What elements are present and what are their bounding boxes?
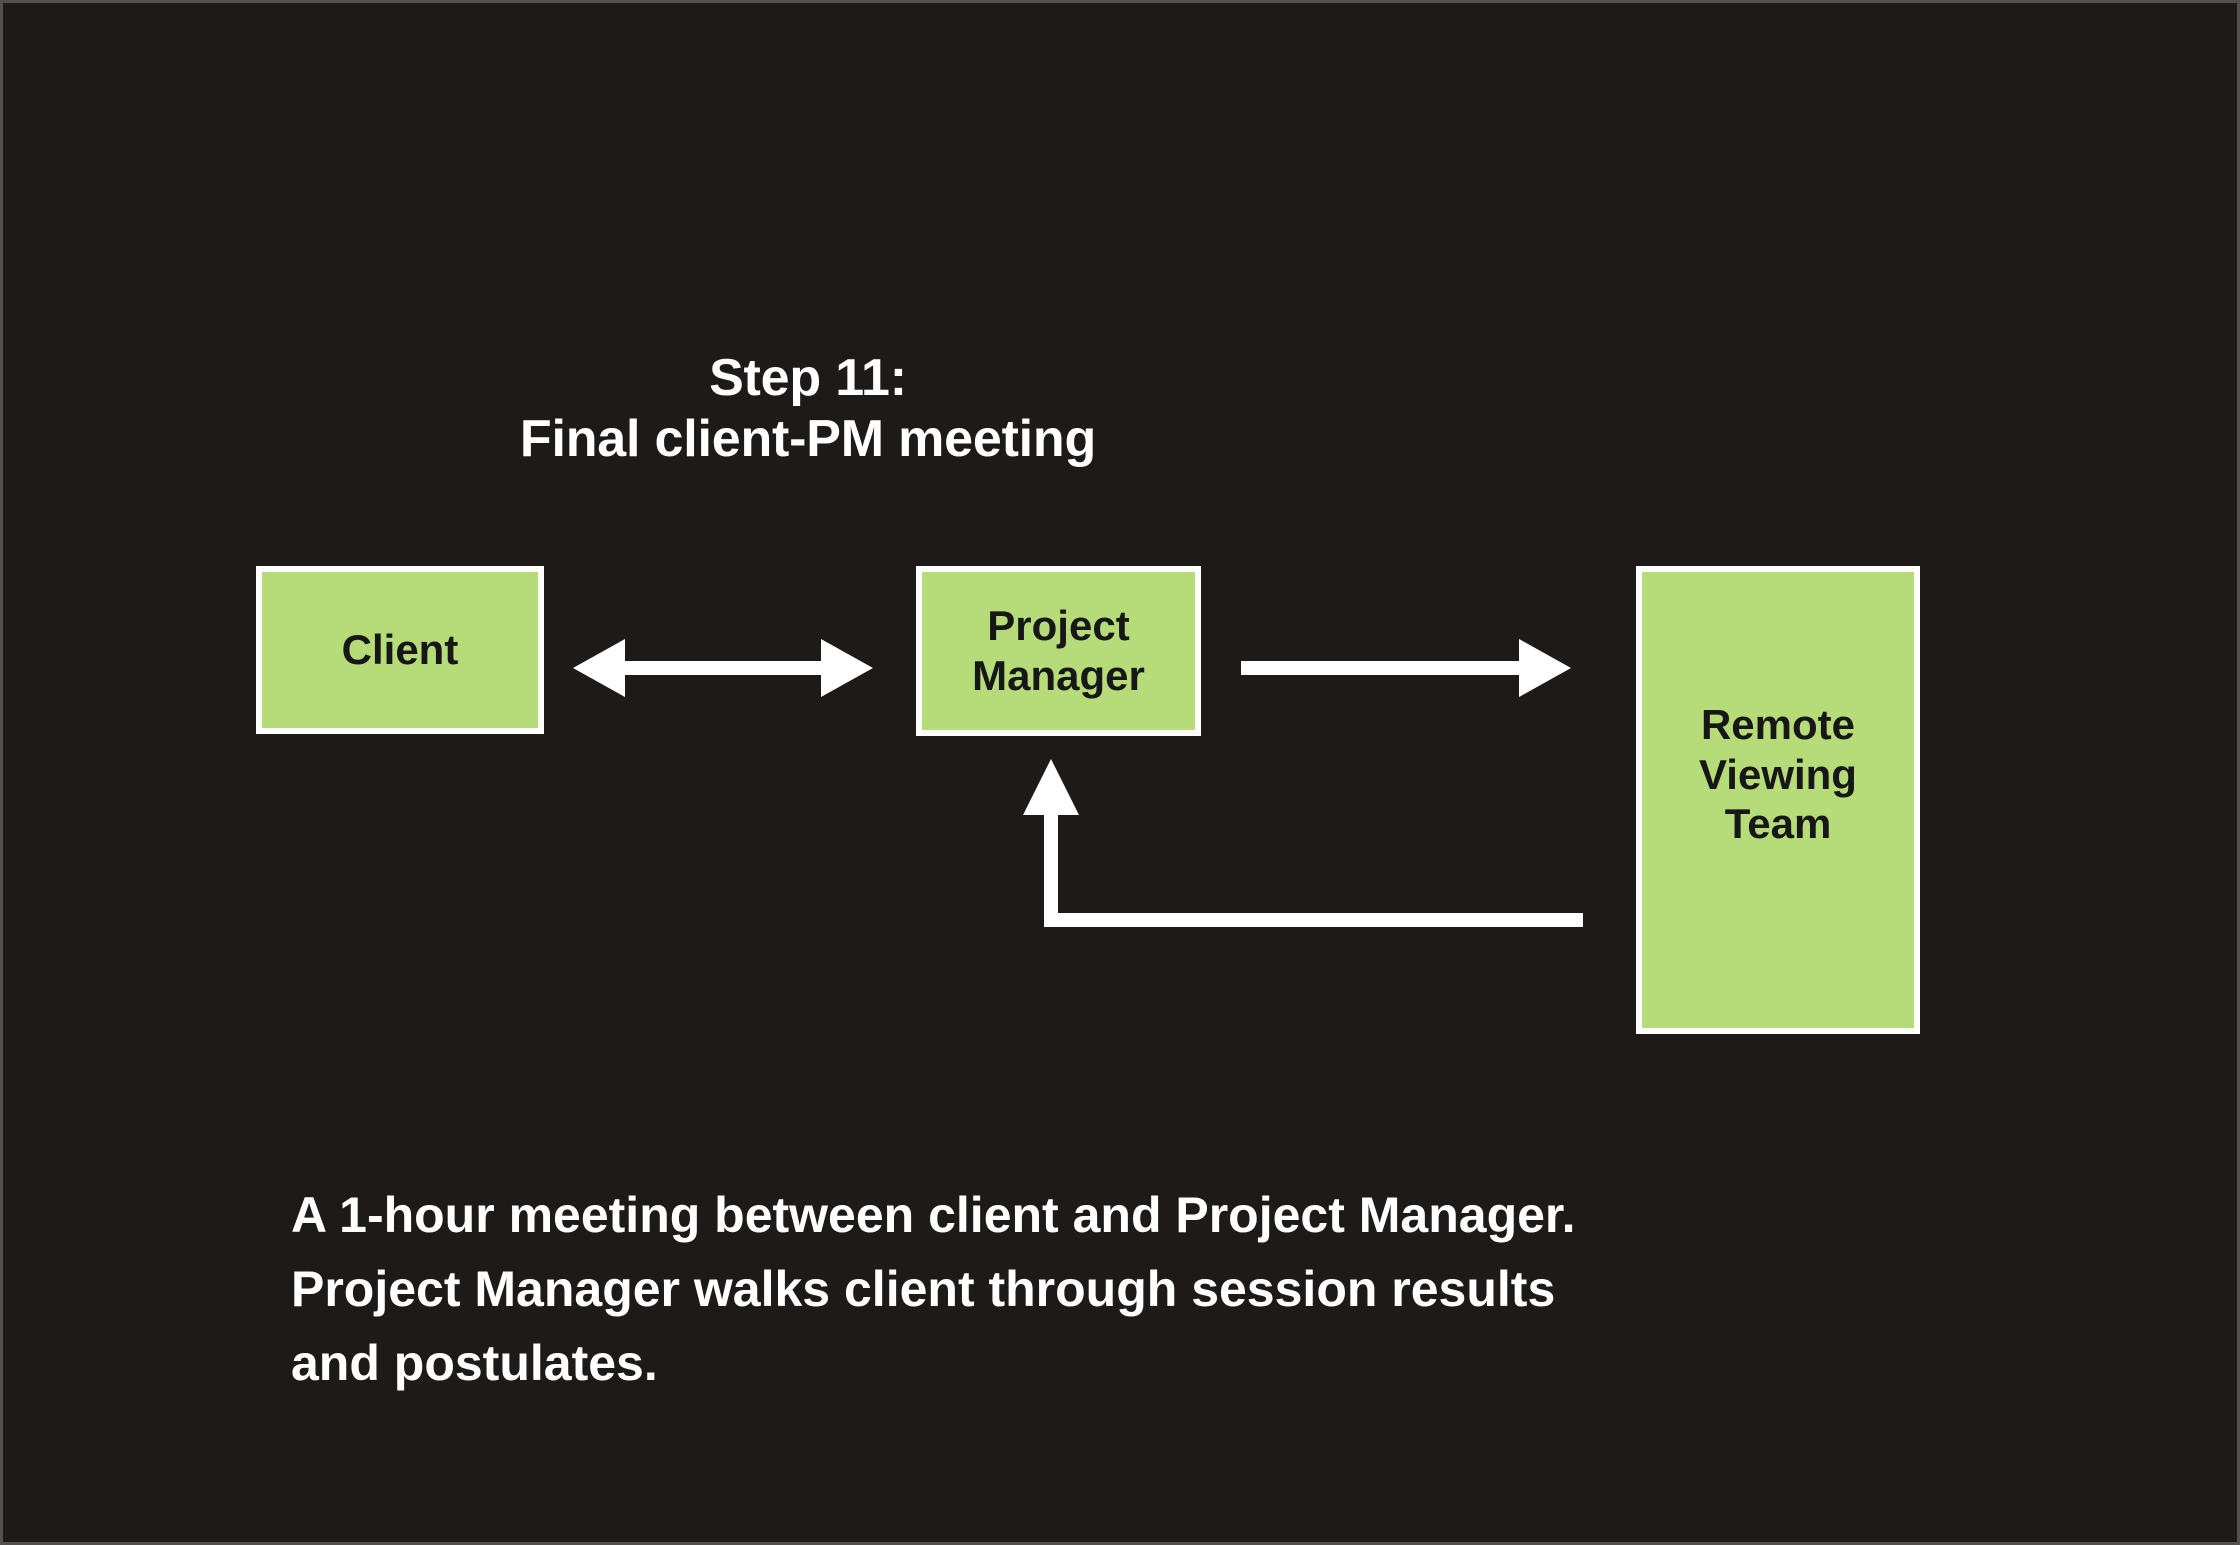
caption-line-2: Project Manager walks client through ses…	[291, 1261, 1556, 1317]
node-client-label: Client	[341, 626, 459, 674]
caption-text: A 1-hour meeting between client and Proj…	[291, 1178, 1791, 1400]
connector-project-manager-remote-viewing-team-arrow	[1241, 639, 1571, 697]
node-remote-viewing-team-label-line3: Team	[1724, 800, 1832, 848]
title-line-step: Step 11:	[709, 349, 907, 407]
node-remote-viewing-team[interactable]: Remote Viewing Team	[1636, 566, 1920, 1034]
page-title: Step 11: Final client-PM meeting	[458, 348, 1158, 470]
connector-client-project-manager-double-arrow	[573, 639, 873, 697]
caption-line-1: A 1-hour meeting between client and Proj…	[291, 1187, 1576, 1243]
caption-line-3: and postulates.	[291, 1335, 658, 1391]
node-client[interactable]: Client	[256, 566, 544, 734]
node-remote-viewing-team-label-line1: Remote	[1700, 701, 1856, 748]
connector-remote-viewing-team-project-manager-feedback-arrow	[1023, 759, 1583, 927]
node-project-manager-label-line2: Manager	[972, 652, 1145, 699]
title-line-subject: Final client-PM meeting	[519, 409, 1097, 468]
node-project-manager[interactable]: Project Manager	[916, 566, 1201, 736]
node-remote-viewing-team-label-line2: Viewing	[1699, 750, 1857, 798]
node-project-manager-label-line1: Project	[987, 602, 1130, 650]
